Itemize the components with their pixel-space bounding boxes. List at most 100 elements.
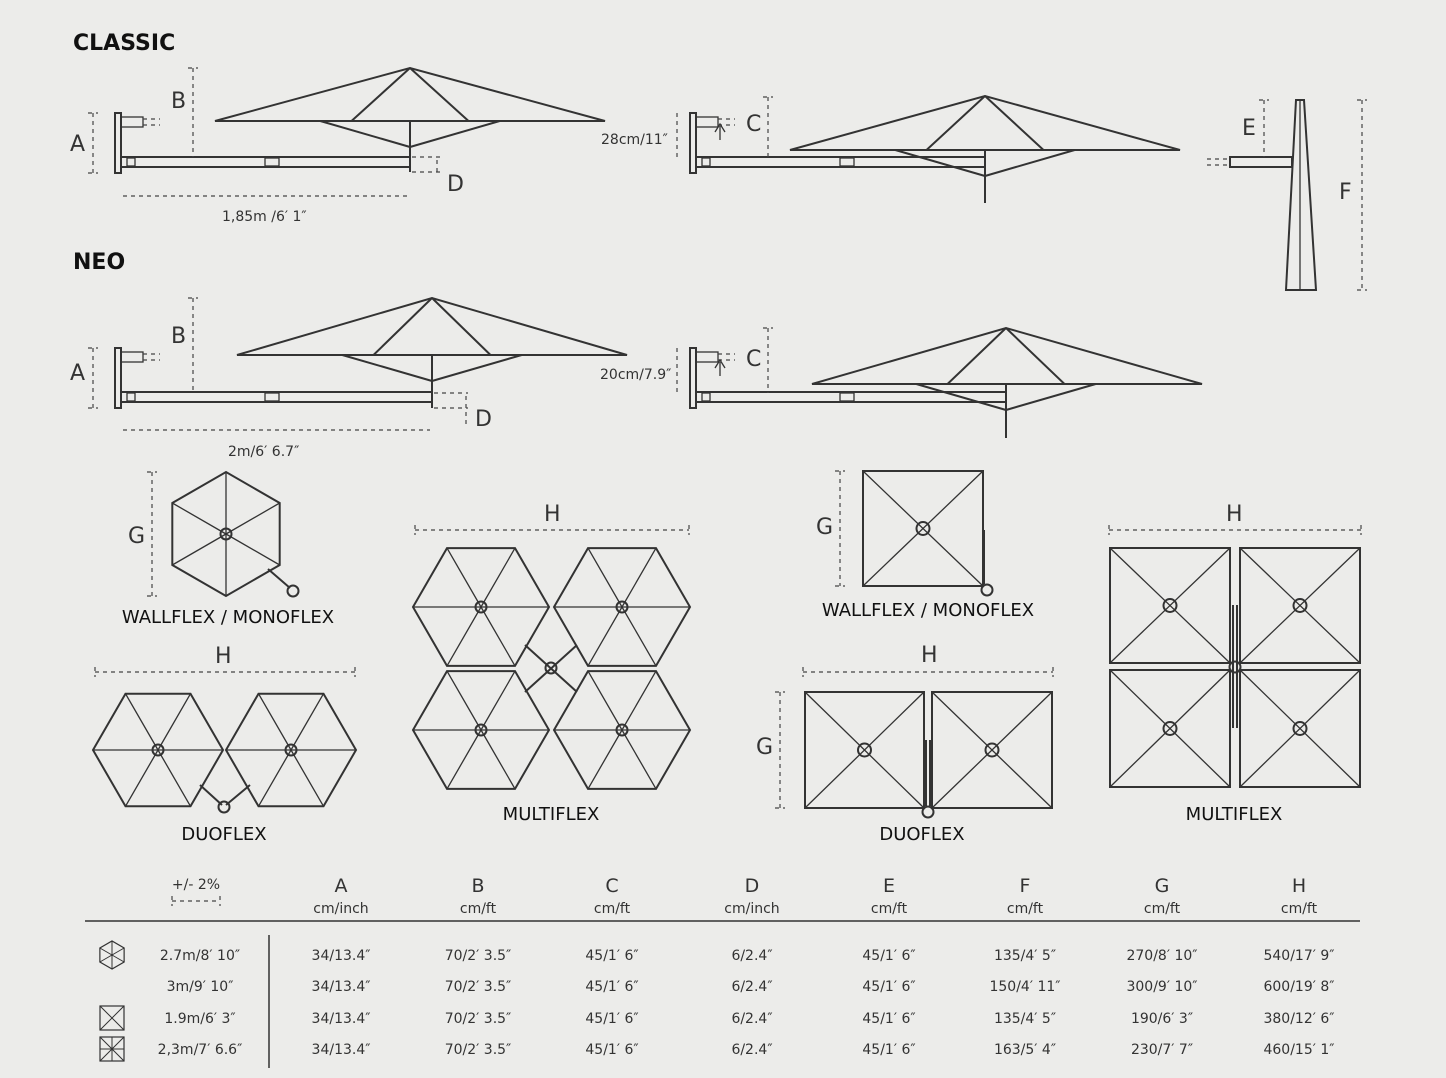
umbrella-hub	[474, 600, 488, 614]
umbrella-rib	[225, 533, 281, 566]
dim-label-d: D	[475, 407, 492, 432]
neo-straight-strut	[342, 354, 433, 382]
table-cell: 70/2′ 3.5″	[445, 1042, 512, 1058]
column-header-unit: cm/ft	[1281, 901, 1318, 917]
tolerance-label: +/- 2%	[172, 877, 220, 893]
umbrella-rib	[290, 693, 325, 751]
umbrella-hub	[1292, 721, 1308, 736]
column-header-letter: A	[335, 875, 348, 897]
neo-tilted-rib	[1005, 327, 1066, 385]
umbrella-rib	[587, 670, 623, 731]
table-cell: 45/1′ 6″	[585, 1042, 638, 1058]
neo-straight-canopy	[236, 296, 628, 356]
classic-straight-rib	[350, 67, 411, 122]
classic-tilted-arm-joint	[701, 157, 711, 167]
column-header-unit: cm/ft	[871, 901, 908, 917]
square-umbrella-top-view	[804, 691, 925, 809]
mount-connector	[921, 805, 935, 819]
classic-straight-wall-plate	[114, 112, 122, 174]
umbrella-rib	[480, 670, 516, 731]
umbrella-rib	[446, 670, 482, 731]
table-cell: 45/1′ 6″	[862, 948, 915, 964]
table-cell: 70/2′ 3.5″	[445, 948, 512, 964]
umbrella-hub	[284, 743, 298, 757]
table-cell: 6/2.4″	[731, 948, 772, 964]
umbrella-rib	[587, 606, 623, 667]
caption-wallflex-monoflex: WALLFLEX / MONOFLEX	[122, 607, 334, 628]
neo-tilted-strut	[916, 383, 1007, 411]
table-cell: 380/12′ 6″	[1263, 1011, 1334, 1027]
dim-label-h: H	[921, 643, 938, 668]
table-cell: 34/13.4″	[312, 979, 371, 995]
umbrella-rib	[157, 693, 192, 751]
column-header-letter: C	[605, 875, 618, 897]
icon-rib	[111, 954, 125, 963]
umbrella-rib	[587, 547, 623, 608]
dim-label-c: C	[746, 112, 761, 137]
neo-arm-length: 2m/6′ 6.7″	[228, 444, 299, 460]
umbrella-hub	[1162, 598, 1178, 613]
caption-wallflex-monoflex: WALLFLEX / MONOFLEX	[822, 600, 1034, 621]
classic-straight-canopy	[214, 66, 606, 122]
caption-multiflex: MULTIFLEX	[503, 804, 600, 825]
icon-rib	[99, 954, 113, 963]
umbrella-hub	[474, 723, 488, 737]
row-size-label: 2,3m/7′ 6.6″	[158, 1042, 243, 1058]
table-cell: 70/2′ 3.5″	[445, 1011, 512, 1027]
dim-label-d: D	[447, 172, 464, 197]
table-cell: 190/6′ 3″	[1131, 1011, 1193, 1027]
umbrella-rib	[621, 729, 657, 790]
umbrella-hub	[615, 723, 629, 737]
classic-straight-strut	[409, 120, 500, 148]
neo-straight-rib	[431, 297, 492, 356]
neo-tilted-bracket	[695, 351, 719, 363]
neo-tilted-strut	[1005, 383, 1096, 411]
table-cell: 300/9′ 10″	[1126, 979, 1197, 995]
table-cell: 45/1′ 6″	[862, 1011, 915, 1027]
table-cell: 150/4′ 11″	[989, 979, 1060, 995]
umbrella-rib	[257, 693, 292, 751]
table-cell: 135/4′ 5″	[994, 948, 1056, 964]
dimension-table: Acm/inchBcm/ftCcm/ftDcm/inchEcm/ftFcm/ft…	[85, 875, 1360, 1068]
caption-multiflex: MULTIFLEX	[1186, 804, 1283, 825]
section-title-neo: NEO	[73, 250, 125, 275]
umbrella-rib	[480, 606, 516, 667]
table-cell: 460/15′ 1″	[1263, 1042, 1334, 1058]
column-header-unit: cm/inch	[724, 901, 779, 917]
mount-arm	[199, 784, 223, 806]
table-cell: 34/13.4″	[312, 948, 371, 964]
neo-straight-strut	[431, 354, 522, 382]
column-header-letter: G	[1155, 875, 1170, 897]
classic-straight-rib	[409, 67, 470, 122]
classic-straight-arm-joint	[264, 157, 280, 167]
dim-label-f: F	[1339, 180, 1352, 205]
classic-straight-strut	[320, 120, 411, 148]
umbrella-rib	[1109, 669, 1231, 788]
umbrella-rib	[446, 547, 482, 608]
neo-straight-arm-joint	[126, 392, 136, 402]
table-cell: 6/2.4″	[731, 1042, 772, 1058]
row-size-label: 2.7m/8′ 10″	[160, 948, 240, 964]
column-header-letter: E	[883, 875, 895, 897]
umbrella-rib	[290, 749, 325, 807]
umbrella-rib	[587, 729, 623, 790]
dim-label-g: G	[816, 515, 833, 540]
table-cell: 270/8′ 10″	[1126, 948, 1197, 964]
neo-tilt-offset: 20cm/7.9″	[600, 367, 671, 383]
column-header-letter: D	[745, 875, 760, 897]
column-header-unit: cm/ft	[1144, 901, 1181, 917]
drawings	[88, 66, 1367, 819]
umbrella-rib	[157, 749, 192, 807]
tilt-arrow-icon	[714, 358, 726, 376]
tilt-arrow-icon	[714, 122, 726, 140]
column-header-letter: B	[471, 875, 484, 897]
mount-connector	[217, 800, 231, 814]
icon-rib	[99, 947, 113, 956]
table-cell: 600/19′ 8″	[1263, 979, 1334, 995]
table-cell: 540/17′ 9″	[1263, 948, 1334, 964]
classic-tilt-offset: 28cm/11″	[601, 132, 668, 148]
square-umbrella-top-view	[862, 470, 984, 587]
mount-arm	[524, 644, 578, 693]
